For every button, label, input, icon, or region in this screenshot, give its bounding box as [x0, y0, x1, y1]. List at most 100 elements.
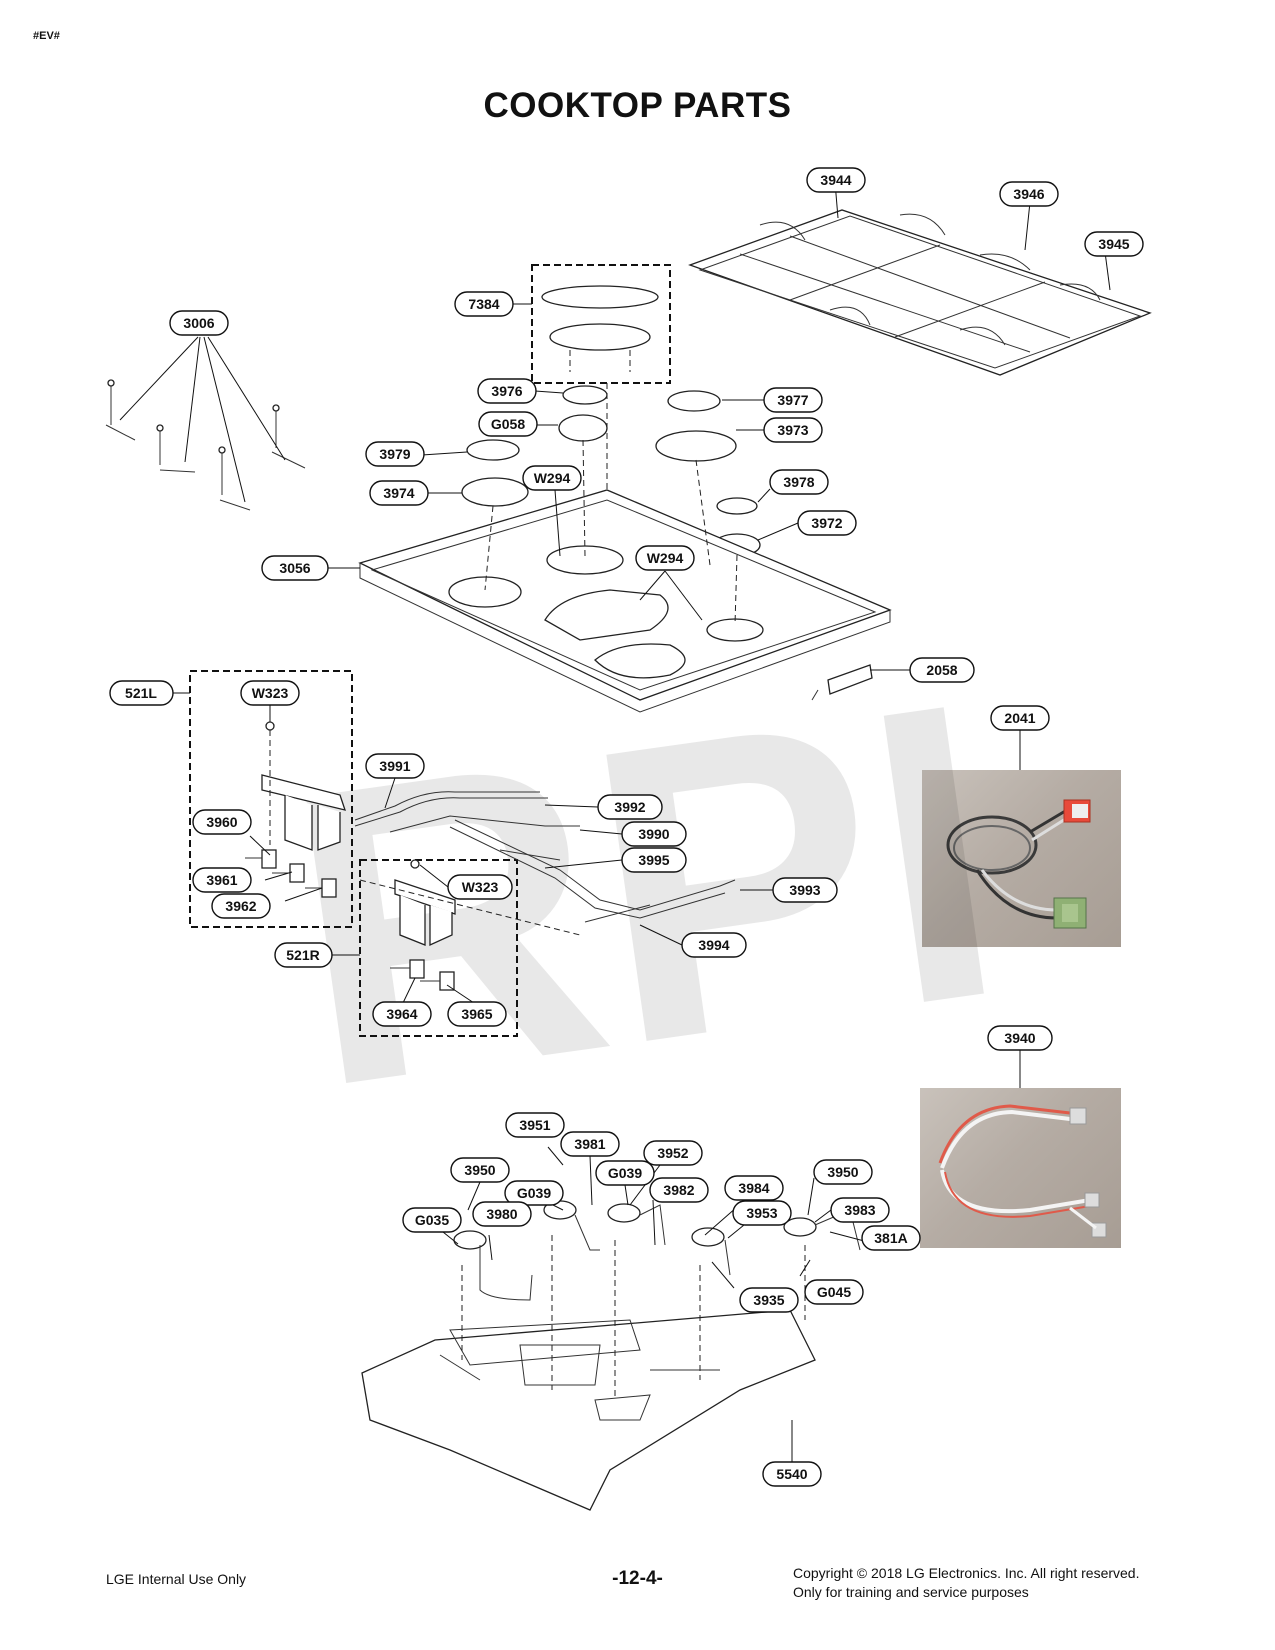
svg-text:3952: 3952 — [657, 1145, 688, 1161]
callout-3950a: 3950 — [450, 1157, 510, 1183]
svg-text:3950: 3950 — [464, 1162, 495, 1178]
svg-text:3965: 3965 — [461, 1006, 492, 1022]
svg-text:3962: 3962 — [225, 898, 256, 914]
valve-assembly-521L — [245, 721, 346, 898]
svg-text:3935: 3935 — [753, 1292, 784, 1308]
callout-5540: 5540 — [762, 1461, 822, 1487]
svg-text:2041: 2041 — [1004, 710, 1035, 726]
watermark-text: RPI — [266, 614, 1025, 1176]
svg-text:7384: 7384 — [468, 296, 499, 312]
svg-text:G058: G058 — [491, 416, 525, 432]
callout-3979: 3979 — [365, 441, 425, 467]
callout-3056: 3056 — [261, 555, 329, 581]
valve-box-521L — [189, 670, 353, 928]
svg-text:3953: 3953 — [746, 1205, 777, 1221]
svg-text:3978: 3978 — [783, 474, 814, 490]
callout-3951: 3951 — [505, 1112, 565, 1138]
svg-text:3982: 3982 — [663, 1182, 694, 1198]
svg-text:G045: G045 — [817, 1284, 851, 1300]
callout-3991: 3991 — [365, 753, 425, 779]
callout-3994: 3994 — [681, 932, 747, 958]
valve-assembly-521R — [390, 859, 456, 991]
svg-text:3977: 3977 — [777, 392, 808, 408]
callout-G035: G035 — [402, 1207, 462, 1233]
svg-text:3973: 3973 — [777, 422, 808, 438]
callout-3973: 3973 — [763, 417, 823, 443]
svg-text:3976: 3976 — [491, 383, 522, 399]
svg-text:3946: 3946 — [1013, 186, 1044, 202]
callout-3995: 3995 — [621, 847, 687, 873]
lower-manifold-assembly — [361, 1200, 861, 1511]
svg-text:3961: 3961 — [206, 872, 237, 888]
callout-3990: 3990 — [621, 821, 687, 847]
callout-3952: 3952 — [643, 1140, 703, 1166]
svg-text:W323: W323 — [462, 879, 499, 895]
callout-3961: 3961 — [192, 867, 252, 893]
grates-assembly — [688, 209, 1152, 376]
svg-text:G039: G039 — [608, 1165, 642, 1181]
cooktop-pan-3056 — [358, 383, 892, 713]
screws-3006 — [105, 379, 306, 511]
callout-G039b: G039 — [595, 1160, 655, 1186]
burners — [461, 385, 761, 557]
svg-text:3972: 3972 — [811, 515, 842, 531]
leader-lines — [119, 181, 1111, 1462]
wire-harness-photo-3940 — [920, 1088, 1121, 1248]
svg-text:3993: 3993 — [789, 882, 820, 898]
footer-copyright: Copyright © 2018 LG Electronics. Inc. Al… — [793, 1564, 1139, 1602]
bracket-2058 — [811, 664, 873, 701]
callout-3993: 3993 — [772, 877, 838, 903]
svg-text:3983: 3983 — [844, 1202, 875, 1218]
wire-harness-photo-2041 — [922, 770, 1121, 947]
footer-internal-use: LGE Internal Use Only — [106, 1571, 247, 1587]
svg-text:G039: G039 — [517, 1185, 551, 1201]
svg-text:3984: 3984 — [738, 1180, 769, 1196]
callout-3972: 3972 — [797, 510, 857, 536]
svg-text:3964: 3964 — [386, 1006, 417, 1022]
svg-text:3981: 3981 — [574, 1136, 605, 1152]
callout-3981: 3981 — [560, 1131, 620, 1157]
svg-text:3979: 3979 — [379, 446, 410, 462]
callout-3935: 3935 — [739, 1287, 799, 1313]
footer-page-number: -12-4- — [612, 1568, 663, 1589]
page-title: COOKTOP PARTS — [483, 86, 792, 125]
callout-3965: 3965 — [447, 1001, 507, 1027]
footer-copyright-line2: Only for training and service purposes — [793, 1584, 1029, 1600]
svg-text:W323: W323 — [252, 685, 289, 701]
svg-text:3992: 3992 — [614, 799, 645, 815]
callout-3944: 3944 — [806, 167, 866, 193]
callout-3982: 3982 — [649, 1177, 709, 1203]
harness-3940-drawing — [938, 1104, 1107, 1238]
callout-G058: G058 — [478, 411, 538, 437]
svg-text:3991: 3991 — [379, 758, 410, 774]
callout-W323b: W323 — [447, 874, 513, 900]
svg-text:381A: 381A — [874, 1230, 907, 1246]
svg-text:3944: 3944 — [820, 172, 851, 188]
callout-381A: 381A — [861, 1225, 921, 1251]
callout-3992: 3992 — [597, 794, 663, 820]
svg-text:3994: 3994 — [698, 937, 729, 953]
svg-text:521L: 521L — [125, 685, 157, 701]
callout-W323a: W323 — [240, 680, 300, 706]
svg-text:2058: 2058 — [926, 662, 957, 678]
svg-text:3940: 3940 — [1004, 1030, 1035, 1046]
callout-3953: 3953 — [732, 1200, 792, 1226]
callout-3946: 3946 — [999, 181, 1059, 207]
svg-text:3974: 3974 — [383, 485, 414, 501]
svg-text:3950: 3950 — [827, 1164, 858, 1180]
callout-3983: 3983 — [830, 1197, 890, 1223]
callout-G039a: G039 — [504, 1180, 564, 1206]
callout-3006: 3006 — [169, 310, 229, 336]
svg-text:3980: 3980 — [486, 1206, 517, 1222]
svg-text:3945: 3945 — [1098, 236, 1129, 252]
callout-W294a: W294 — [522, 465, 582, 491]
callout-3976: 3976 — [477, 378, 537, 404]
svg-text:W294: W294 — [534, 470, 571, 486]
callout-7384: 7384 — [454, 291, 514, 317]
svg-text:521R: 521R — [286, 947, 319, 963]
valve-box-521R — [359, 859, 518, 1037]
callout-2041: 2041 — [990, 705, 1050, 731]
callout-3977: 3977 — [763, 387, 823, 413]
callout-3964: 3964 — [372, 1001, 432, 1027]
